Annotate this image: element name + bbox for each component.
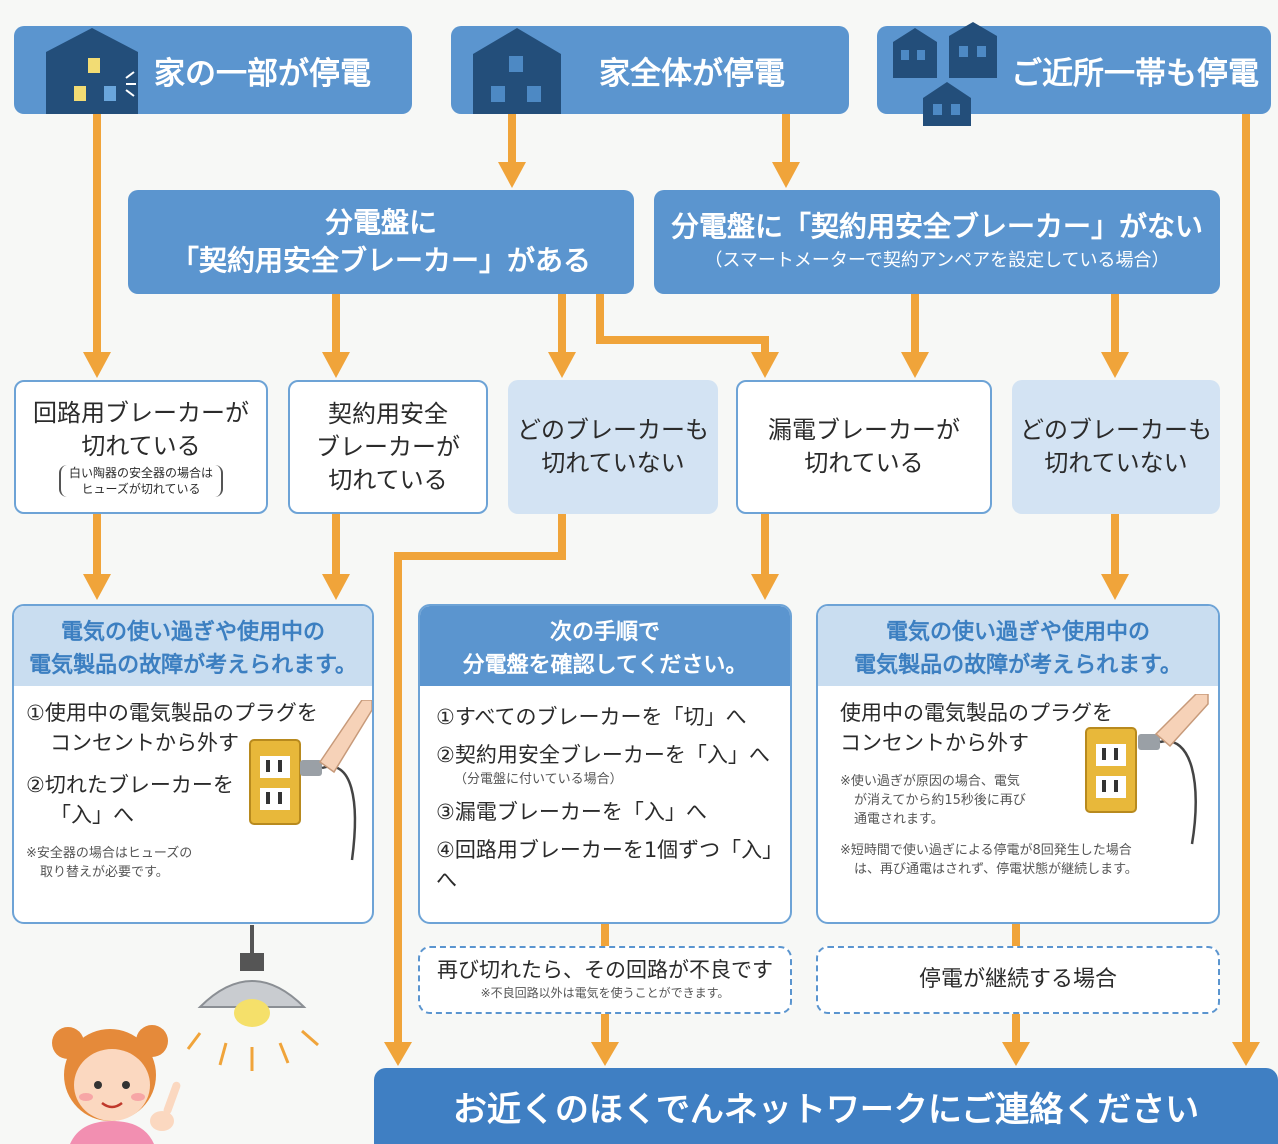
left-advice-panel: 電気の使い過ぎや使用中の 電気製品の故障が考えられます。 ①使用中の電気製品のプ… <box>12 604 374 924</box>
category-label: 家の一部が停電 <box>154 55 371 92</box>
panel-heading: 電気の使い過ぎや使用中の 電気製品の故障が考えられます。 <box>818 606 1218 686</box>
arrow-head <box>901 352 929 378</box>
outlet-plug-icon <box>249 700 372 861</box>
arrow-head <box>83 574 111 600</box>
no-breaker-off-box-2: どのブレーカーも 切れていない <box>1012 380 1220 514</box>
no-contract-breaker-box: 分電盤に「契約用安全ブレーカー」がない （スマートメーターで契約アンペアを設定し… <box>654 190 1220 294</box>
category-label: ご近所一帯も停電 <box>1011 55 1259 92</box>
arrow-head <box>1101 352 1129 378</box>
right-advice-panel: 電気の使い過ぎや使用中の 電気製品の故障が考えられます。 使用中の電気製品のプラ… <box>816 604 1220 924</box>
fuse-note: 白い陶器の安全器の場合は ヒューズが切れている <box>58 465 223 497</box>
arrow-head <box>322 352 350 378</box>
arrow-head <box>751 574 779 600</box>
outlet-plug-icon <box>1085 694 1209 845</box>
outage-continues-note: 停電が継続する場合 <box>816 946 1220 1014</box>
girl-and-lamp-illustration <box>52 925 319 1144</box>
category-label: 家全体が停電 <box>599 55 785 92</box>
arrow-head <box>772 162 800 188</box>
connector <box>596 294 769 356</box>
arrow-head <box>322 574 350 600</box>
house-icon <box>473 28 561 114</box>
arrow-head <box>591 1042 619 1066</box>
houses-icon <box>893 22 997 126</box>
arrow-head <box>548 352 576 378</box>
arrow-head <box>384 1042 412 1066</box>
circuit-breaker-off-box: 回路用ブレーカーが 切れている 白い陶器の安全器の場合は ヒューズが切れている <box>14 380 268 514</box>
panel-heading: 電気の使い過ぎや使用中の 電気製品の故障が考えられます。 <box>14 606 372 686</box>
no-breaker-off-box-1: どのブレーカーも 切れていない <box>508 380 718 514</box>
category-neighborhood-outage: ご近所一帯も停電 <box>877 22 1271 126</box>
circuit-fault-note: 再び切れたら、その回路が不良です ※不良回路以外は電気を使うことができます。 <box>418 946 792 1014</box>
panel-heading: 次の手順で 分電盤を確認してください。 <box>420 606 790 686</box>
contract-breaker-off-box: 契約用安全 ブレーカーが 切れている <box>288 380 488 514</box>
contact-banner: お近くのほくでんネットワークにご連絡ください <box>374 1068 1278 1144</box>
arrow-head <box>1101 574 1129 600</box>
connector <box>394 514 566 1046</box>
arrow-head <box>1002 1042 1030 1066</box>
center-procedure-panel: 次の手順で 分電盤を確認してください。 ①すべてのブレーカーを「切」へ ②契約用… <box>418 604 792 924</box>
category-whole-outage: 家全体が停電 <box>451 26 849 114</box>
arrow-head <box>498 162 526 188</box>
leakage-breaker-off-box: 漏電ブレーカーが 切れている <box>736 380 992 514</box>
arrow-head <box>1232 1042 1260 1066</box>
house-icon <box>46 28 138 114</box>
category-partial-outage: 家の一部が停電 <box>14 26 412 114</box>
arrow-head <box>751 352 779 378</box>
arrow-head <box>83 352 111 378</box>
has-contract-breaker-box: 分電盤に 「契約用安全ブレーカー」がある <box>128 190 634 294</box>
